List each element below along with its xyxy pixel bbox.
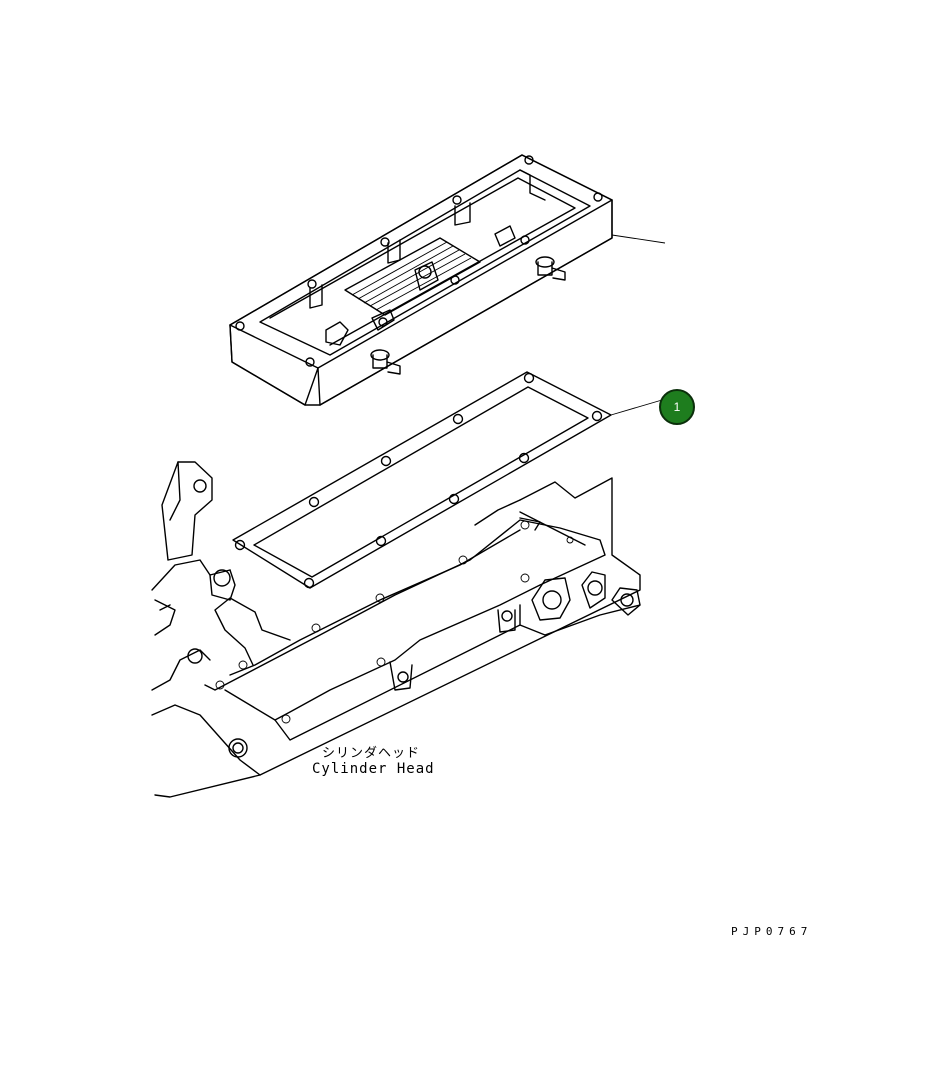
cylinder-head-drawing — [151, 461, 641, 798]
stud-bolt-left — [370, 349, 401, 375]
stud-bolt-right — [535, 256, 566, 281]
cover-drawing — [229, 154, 613, 406]
leader-line-cover — [611, 234, 666, 244]
cylinder-head-label-jp: シリンダヘッド — [322, 746, 421, 761]
callout-1-badge[interactable]: 1 — [659, 389, 695, 425]
leader-line-gasket — [610, 399, 663, 416]
gasket-drawing — [232, 371, 612, 589]
cylinder-head-label-en: Cylinder Head — [312, 761, 435, 777]
drawing-code: PJP0767 — [731, 925, 813, 938]
